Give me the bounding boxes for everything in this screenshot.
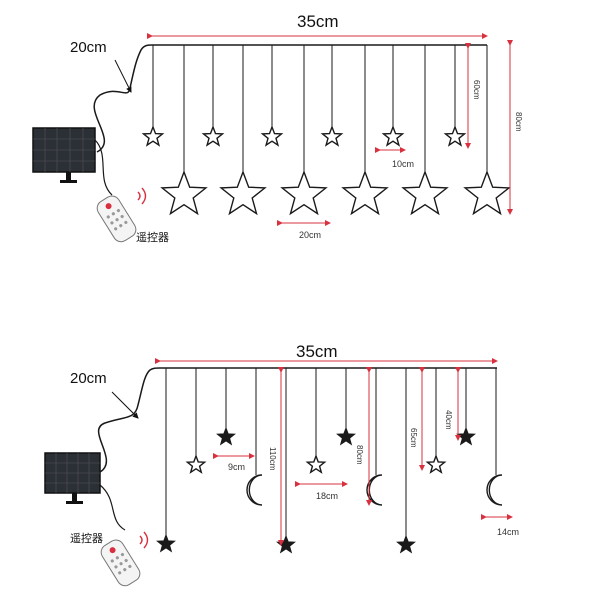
- bottom-width-label: 35cm: [296, 342, 338, 361]
- small-star-icon-1: [141, 125, 165, 147]
- bottom-height-65-label: 65cm: [409, 428, 418, 448]
- large-star-icon-6: [463, 170, 511, 216]
- moon-icon-3: [486, 474, 503, 506]
- top-cable-label: 20cm: [70, 39, 107, 56]
- small-star-icon-5: [381, 125, 405, 147]
- large-star-icon-4: [341, 170, 389, 216]
- large-star-icon-5: [401, 170, 449, 216]
- top-cable-line: [93, 44, 153, 153]
- bottom-spacing-18-label: 18cm: [316, 491, 338, 501]
- bottom-cable-line: [97, 367, 161, 473]
- top-small-strands: [152, 45, 456, 128]
- bottom-cable-label: 20cm: [70, 370, 107, 387]
- solar-panel-icon: [44, 452, 101, 504]
- star-icon-6: [336, 426, 356, 446]
- bottom-height-80-label: 80cm: [355, 445, 364, 465]
- large-star-icon-2: [219, 170, 267, 216]
- top-large-spacing-label: 20cm: [299, 230, 321, 240]
- top-remote-label: 遥控器: [136, 230, 169, 244]
- bottom-height-110-label: 110cm: [268, 447, 277, 471]
- large-star-icon-3: [280, 170, 328, 216]
- bottom-spacing-9-label: 9cm: [228, 462, 245, 472]
- star-icon-4: [276, 534, 296, 554]
- star-icon-8: [425, 453, 447, 474]
- large-star-icon-1: [160, 170, 208, 216]
- small-star-icon-6: [443, 125, 467, 147]
- top-panel: 20cm 遥控器 35cm: [32, 12, 523, 244]
- star-icon-7: [396, 534, 416, 554]
- star-icon-9: [456, 426, 476, 446]
- small-star-icon-4: [320, 125, 344, 147]
- small-star-icon-3: [260, 125, 284, 147]
- small-star-icon-2: [201, 125, 225, 147]
- bottom-spacing-14-label: 14cm: [497, 527, 519, 537]
- star-icon-2: [185, 453, 207, 474]
- top-height-short-label: 60cm: [472, 80, 481, 100]
- bottom-strands: [165, 368, 497, 538]
- star-icon-5: [305, 453, 327, 474]
- star-icon-3: [216, 426, 236, 446]
- top-width-label: 35cm: [297, 12, 339, 31]
- top-height-long-label: 80cm: [514, 112, 523, 132]
- solar-panel-icon: [32, 127, 96, 183]
- star-icon-1: [156, 533, 176, 553]
- moon-icon-1: [246, 474, 263, 506]
- bottom-panel: 20cm 遥控器 35cm: [44, 342, 519, 587]
- bottom-height-40-label: 40cm: [444, 410, 453, 430]
- bottom-remote-label: 遥控器: [70, 531, 103, 545]
- top-small-spacing-label: 10cm: [392, 159, 414, 169]
- top-large-strands: [183, 45, 488, 173]
- remote-control-icon: [100, 531, 149, 587]
- remote-control-icon: [96, 187, 147, 243]
